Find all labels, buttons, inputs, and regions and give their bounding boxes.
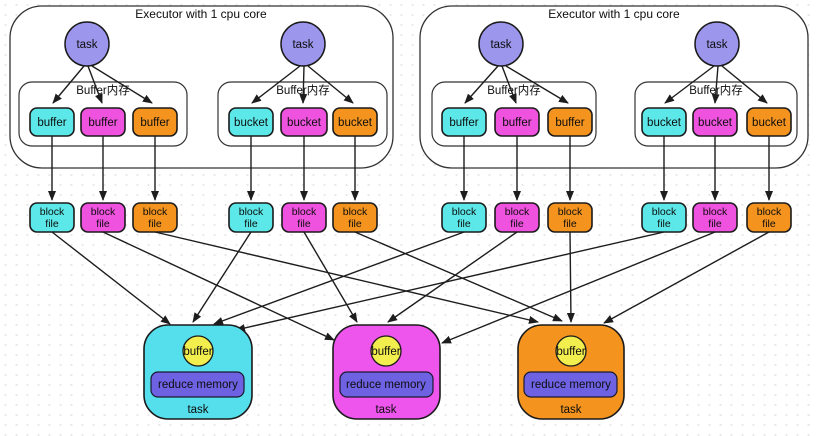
buffer-cell-label: buffer bbox=[502, 117, 531, 129]
block-file-label: block bbox=[703, 206, 728, 218]
arrow bbox=[566, 231, 575, 323]
shuffle-arrows bbox=[51, 231, 770, 344]
block-file-label: block bbox=[239, 206, 264, 218]
block-file-label: file bbox=[297, 218, 311, 230]
arrow bbox=[464, 65, 499, 104]
block-file-label: file bbox=[148, 218, 162, 230]
block-file-label: block bbox=[91, 206, 116, 218]
reduce-task-magenta: buffer reduce memory task bbox=[332, 324, 441, 420]
bucket-cell-label: bucket bbox=[752, 117, 787, 129]
map-task-circle-2 bbox=[280, 21, 326, 67]
task-to-buffer-arrows bbox=[52, 65, 768, 104]
arrow bbox=[102, 231, 335, 341]
block-file-label: file bbox=[348, 218, 362, 230]
block-file-label: block bbox=[452, 206, 477, 218]
buffer-cell-label: buffer bbox=[140, 117, 169, 129]
reduce-task-label: task bbox=[375, 404, 396, 416]
block-file-labels: block file block file block file block f… bbox=[40, 206, 782, 230]
map-task-circle-3 bbox=[478, 21, 524, 67]
block-file-label: file bbox=[457, 218, 471, 230]
block-file-label: file bbox=[244, 218, 258, 230]
map-task-circle-4 bbox=[694, 21, 740, 67]
arrow bbox=[354, 231, 563, 322]
arrow bbox=[441, 231, 716, 344]
arrow bbox=[711, 65, 720, 104]
block-file-label: block bbox=[143, 206, 168, 218]
buffer-cell-label: buffer bbox=[37, 117, 66, 129]
bucket-cell-label: bucket bbox=[338, 117, 373, 129]
block-file-label: file bbox=[563, 218, 577, 230]
reduce-buffer-circle bbox=[182, 335, 214, 367]
arrow bbox=[251, 65, 301, 104]
reduce-memory-label: reduce memory bbox=[346, 379, 426, 391]
buffer-cell-label: buffer bbox=[449, 117, 478, 129]
buffer-cells bbox=[29, 107, 792, 137]
arrow bbox=[154, 231, 539, 324]
arrow bbox=[303, 231, 358, 323]
arrow bbox=[664, 65, 715, 104]
block-file-label: block bbox=[757, 206, 782, 218]
map-task-circle-1 bbox=[64, 21, 110, 67]
executor-2-title: Executor with 1 cpu core bbox=[548, 7, 680, 21]
arrow bbox=[235, 231, 665, 332]
bucket-cell-label: bucket bbox=[287, 117, 322, 129]
block-file-label: block bbox=[343, 206, 368, 218]
executor-1-title: Executor with 1 cpu core bbox=[135, 7, 267, 21]
buffer-memory-label-1: Buffer内存 bbox=[76, 83, 129, 97]
arrow bbox=[505, 65, 569, 104]
reduce-memory-label: reduce memory bbox=[531, 379, 611, 391]
arrow bbox=[307, 65, 354, 104]
reduce-buffer-circle bbox=[555, 335, 587, 367]
arrow bbox=[51, 231, 171, 325]
block-file-label: file bbox=[96, 218, 110, 230]
reduce-task-label: task bbox=[560, 404, 581, 416]
arrow bbox=[299, 65, 308, 104]
arrow bbox=[87, 65, 103, 104]
buffer-cell-label: buffer bbox=[88, 117, 117, 129]
map-task-label-1: task bbox=[76, 39, 97, 51]
arrow bbox=[213, 231, 465, 325]
reduce-buffer-label: buffer bbox=[556, 346, 585, 358]
buffer-to-block-arrows bbox=[48, 136, 773, 201]
block-file-label: file bbox=[510, 218, 524, 230]
reduce-buffer-label: buffer bbox=[183, 346, 212, 358]
reduce-memory-box bbox=[523, 371, 618, 398]
block-file-label: file bbox=[708, 218, 722, 230]
block-file-label: block bbox=[558, 206, 583, 218]
reduce-memory-box bbox=[150, 371, 245, 398]
arrow bbox=[387, 231, 518, 323]
arrow bbox=[721, 65, 768, 104]
reduce-task-cyan: buffer reduce memory task bbox=[143, 324, 253, 420]
reduce-task-orange: buffer reduce memory task bbox=[517, 324, 625, 420]
block-file-label: block bbox=[40, 206, 65, 218]
bucket-cell-label: bucket bbox=[698, 117, 733, 129]
map-task-label-4: task bbox=[706, 39, 727, 51]
arrow bbox=[52, 65, 85, 104]
bucket-cell-label: bucket bbox=[647, 117, 682, 129]
block-files bbox=[29, 202, 792, 233]
map-task-label-2: task bbox=[292, 39, 313, 51]
reduce-task-label: task bbox=[187, 404, 208, 416]
block-file-label: file bbox=[657, 218, 671, 230]
arrow bbox=[501, 65, 517, 104]
arrow bbox=[91, 65, 153, 104]
reduce-buffer-circle bbox=[370, 335, 402, 367]
block-file-label: block bbox=[292, 206, 317, 218]
reduce-memory-box bbox=[339, 371, 434, 398]
block-file-label: file bbox=[762, 218, 776, 230]
block-file-label: block bbox=[652, 206, 677, 218]
map-task-label-3: task bbox=[490, 39, 511, 51]
reduce-memory-label: reduce memory bbox=[158, 379, 238, 391]
arrow bbox=[192, 231, 252, 323]
arrow bbox=[603, 231, 770, 324]
buffer-memory-label-3: Buffer内存 bbox=[487, 83, 540, 97]
block-file-label: block bbox=[505, 206, 530, 218]
reduce-buffer-label: buffer bbox=[371, 346, 400, 358]
buffer-cell-label: buffer bbox=[555, 117, 584, 129]
bucket-cell-label: bucket bbox=[234, 117, 269, 129]
block-file-label: file bbox=[45, 218, 59, 230]
